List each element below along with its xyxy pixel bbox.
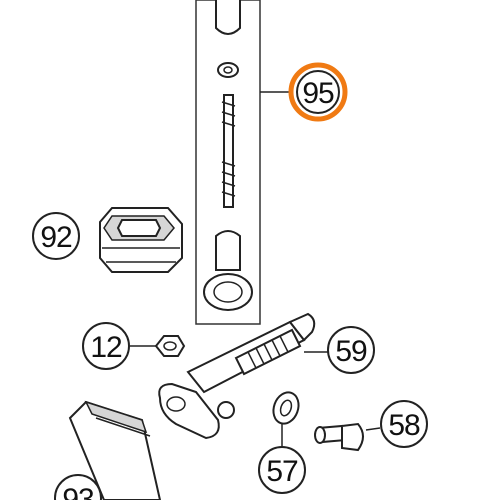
callout-59[interactable]: 59: [327, 326, 375, 374]
callout-label: 93: [62, 483, 94, 500]
assembly-frame: [195, 0, 261, 325]
part-95-assembly[interactable]: [195, 0, 290, 325]
threaded-rod: [223, 94, 234, 208]
nut-hole: [163, 341, 177, 351]
callout-93[interactable]: 93: [54, 474, 102, 500]
banjo-eye-hole: [213, 281, 243, 303]
pedal-pad-rib: [95, 417, 151, 437]
part-58-bolt[interactable]: [314, 422, 381, 452]
callout-label: 12: [90, 331, 122, 364]
callout-58[interactable]: 58: [380, 400, 428, 448]
callout-57[interactable]: 57: [258, 446, 306, 494]
callout-92[interactable]: 92: [32, 212, 80, 260]
callout-circle: [296, 70, 340, 114]
washer-outer: [272, 391, 300, 425]
washer-hole: [279, 399, 293, 417]
callout-circle: [82, 322, 130, 370]
part-57-washer[interactable]: [269, 389, 302, 448]
callout-label: 58: [388, 409, 420, 442]
part-59-cylinder[interactable]: [158, 312, 328, 440]
lever-knob: [217, 401, 235, 419]
part-92-boot[interactable]: [99, 207, 183, 273]
callout-label: 59: [335, 335, 367, 368]
leader-58: [365, 427, 381, 431]
bolt-head: [341, 422, 364, 452]
pedal-pad-top-edge: [84, 400, 148, 434]
callout-circle: [258, 446, 306, 494]
bolt-end: [314, 426, 326, 444]
part-12-nut[interactable]: [130, 335, 186, 357]
spring-coils: [247, 335, 289, 369]
piston-tip: [288, 312, 316, 342]
small-washer-hole: [223, 66, 233, 74]
callout-12[interactable]: 12: [82, 322, 130, 370]
lever-pivot-hole: [166, 396, 186, 412]
boot-opening: [116, 219, 162, 237]
banjo-eye: [203, 273, 253, 311]
callout-label: 92: [40, 221, 72, 254]
callout-circle: [327, 326, 375, 374]
callout-circle: [32, 212, 80, 260]
small-washer: [217, 62, 239, 78]
callout-circle: [54, 474, 102, 500]
top-sleeve: [215, 0, 241, 35]
callout-95[interactable]: 95: [288, 62, 348, 122]
banjo-stem: [215, 230, 241, 271]
callout-label: 57: [266, 455, 298, 488]
rod-threads: [221, 101, 236, 197]
lever-arm: [158, 382, 220, 440]
callout-label: 95: [302, 77, 334, 110]
nut-body: [154, 335, 186, 357]
callout-circle: [380, 400, 428, 448]
